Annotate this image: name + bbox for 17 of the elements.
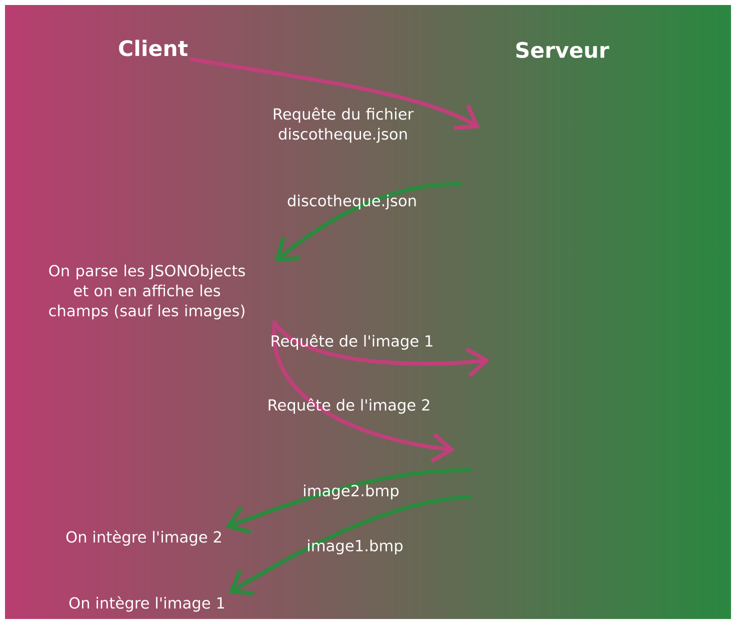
arrow (189, 57, 480, 130)
arrow (228, 495, 472, 596)
arrow (272, 320, 455, 463)
edge-label: image2.bmp (304, 484, 399, 500)
edge-label: image1.bmp (308, 540, 403, 554)
step-text: On intègre l'image 2 (66, 530, 221, 546)
arrow (225, 468, 472, 534)
column-heading: Serveur (516, 42, 610, 58)
arrow (274, 182, 462, 262)
step-text: On parse les JSONObjects et on en affiche les champs (sauf les images) (49, 264, 245, 320)
edge-label: Requête de l'image 2 (268, 398, 430, 414)
step-text: On intègre l'image 1 (69, 596, 224, 612)
edge-label: Requête du fichier discotheque.json (274, 107, 414, 143)
edge-label: discotheque.json (288, 194, 416, 210)
edge-label: Requête de l'image 1 (272, 334, 432, 350)
column-heading: Client (119, 40, 188, 56)
arrow (272, 320, 490, 378)
